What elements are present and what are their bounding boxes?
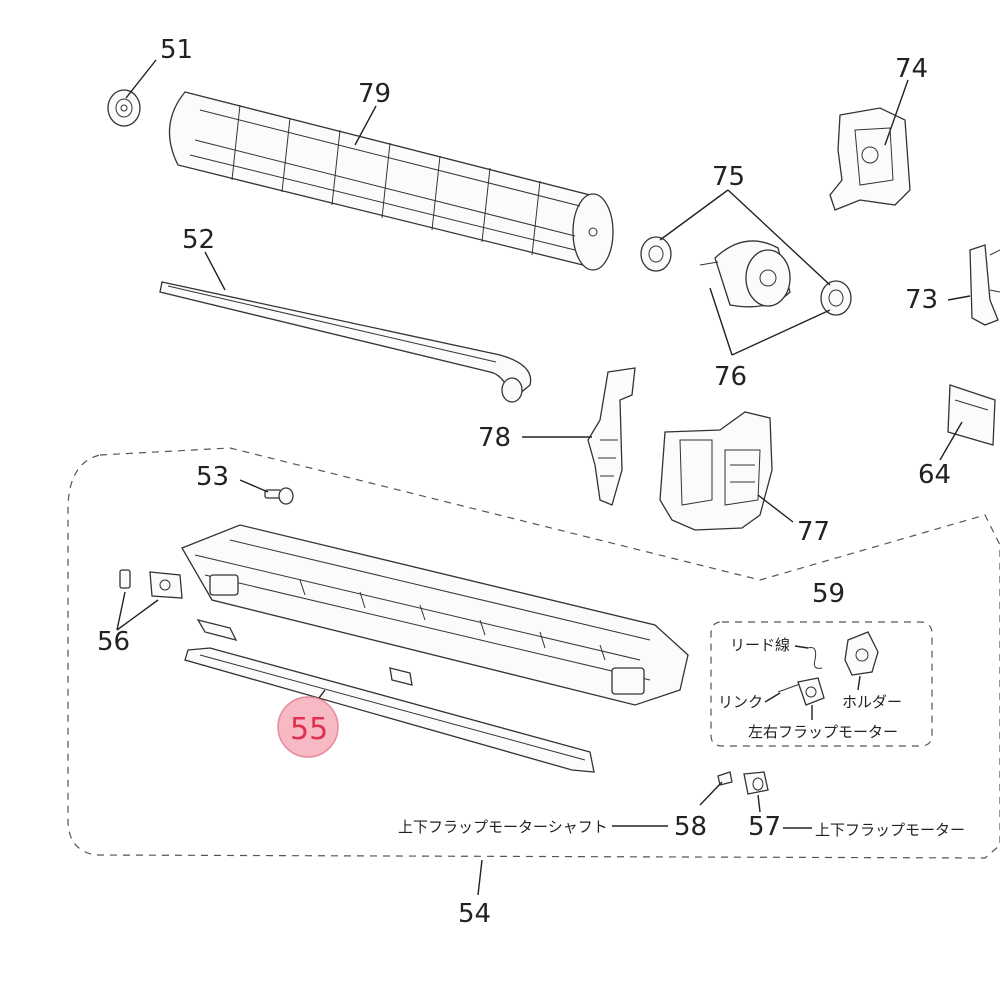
label-76: 76 [714, 362, 747, 392]
label-75: 75 [712, 162, 745, 192]
label-74: 74 [895, 54, 928, 84]
group-59-boundary [710, 621, 933, 747]
part-78-side-plate[interactable] [587, 367, 636, 506]
part-76-fan-motor[interactable] [699, 240, 791, 308]
label-56: 56 [97, 627, 130, 657]
label-53: 53 [196, 462, 229, 492]
label-77: 77 [797, 517, 830, 547]
note-link: リンク [718, 693, 763, 711]
part-59-lr-flap-motor[interactable] [797, 677, 825, 706]
highlight-marker-55[interactable] [277, 696, 339, 758]
part-56-clips[interactable] [119, 569, 183, 599]
part-77-control-box[interactable] [659, 411, 773, 531]
part-53-screw[interactable] [264, 487, 294, 505]
part-59-lead-wire[interactable] [807, 647, 823, 669]
label-79: 79 [358, 79, 391, 109]
part-75-rubber-mount-left[interactable] [640, 236, 672, 272]
part-55-flap[interactable] [184, 618, 595, 773]
label-78: 78 [478, 423, 511, 453]
label-73: 73 [905, 285, 938, 315]
part-64-plate[interactable] [947, 384, 996, 446]
label-51: 51 [160, 35, 193, 65]
label-55: 55 [290, 712, 328, 747]
part-52-foam-strip[interactable] [159, 281, 532, 403]
part-73-bracket[interactable] [969, 244, 1000, 326]
label-52: 52 [182, 225, 215, 255]
note-holder: ホルダー [842, 693, 902, 711]
label-59: 59 [812, 579, 845, 609]
label-57: 57 [748, 812, 781, 842]
note-lead-wire: リード線 [730, 636, 790, 654]
note-ud-flap-motor-shaft: 上下フラップモーターシャフト [398, 818, 608, 836]
label-54: 54 [458, 899, 491, 929]
part-59-holder[interactable] [844, 631, 879, 676]
part-51-bearing[interactable] [107, 89, 141, 127]
part-75-rubber-mount-right[interactable] [820, 280, 852, 316]
label-58: 58 [674, 812, 707, 842]
label-64: 64 [918, 460, 951, 490]
part-59-link[interactable] [777, 683, 801, 693]
part-54-flap-assembly[interactable] [181, 524, 689, 706]
part-79-cross-flow-fan[interactable] [168, 91, 614, 271]
part-57-ud-flap-motor[interactable] [743, 771, 769, 795]
note-ud-flap-motor: 上下フラップモーター [815, 821, 965, 839]
note-lr-flap-motor: 左右フラップモーター [748, 723, 898, 741]
part-74-bracket[interactable] [829, 107, 911, 211]
